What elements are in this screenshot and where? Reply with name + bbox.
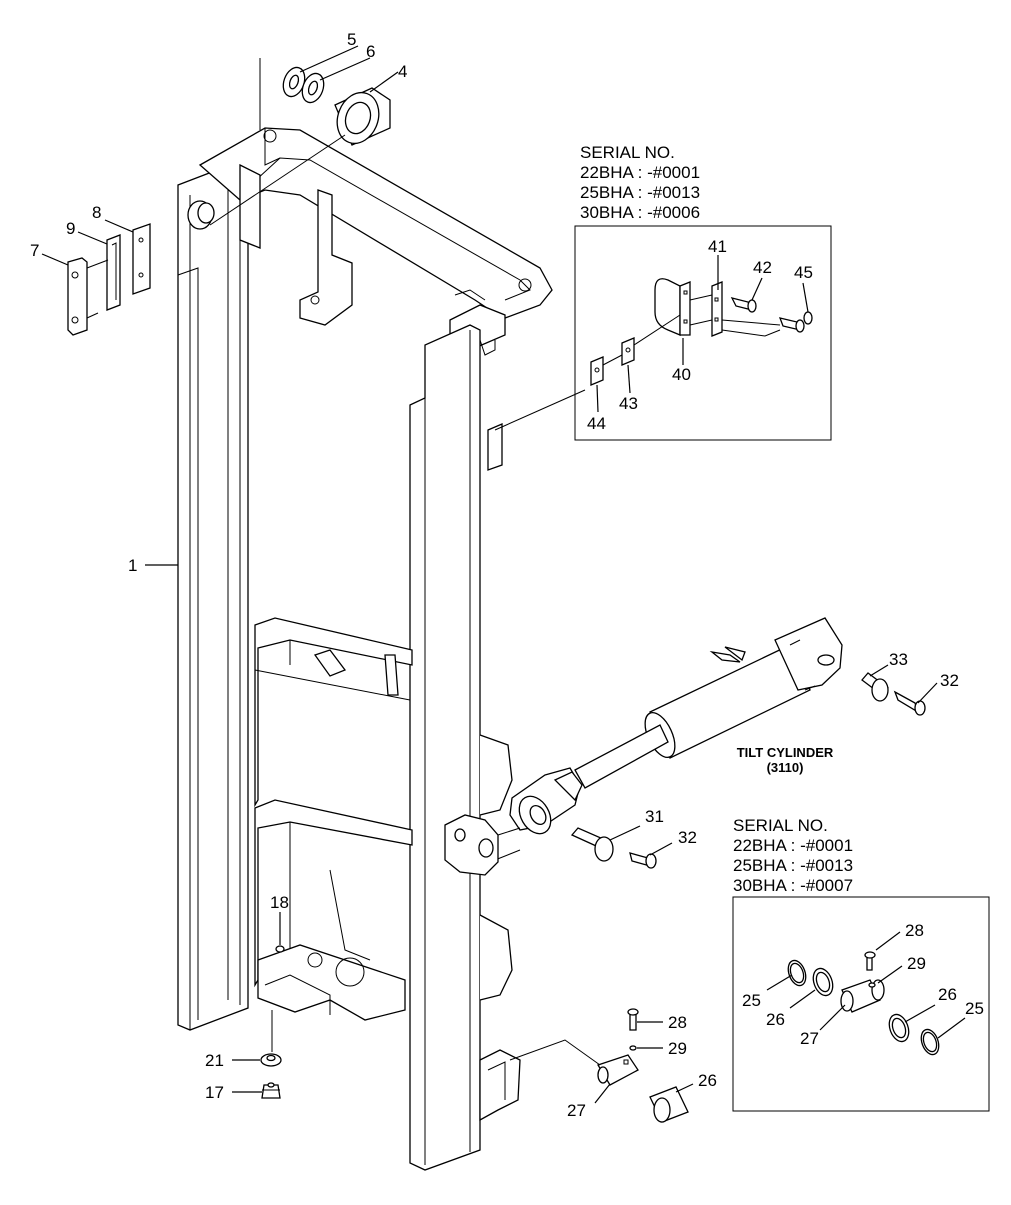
- serial-number-bottom: SERIAL NO. 22BHA : -#0001 25BHA : -#0013…: [733, 816, 853, 895]
- callout-32-bottom: 32: [678, 828, 697, 847]
- callout-33: 33: [889, 650, 908, 669]
- callout-1: 1: [128, 556, 137, 575]
- callout-44: 44: [587, 414, 606, 433]
- leader-lines: [41, 45, 966, 1104]
- outer-mast-frame: [177, 127, 553, 1171]
- callout-42: 42: [753, 258, 772, 277]
- serial-top-line3: 30BHA : -#0006: [580, 203, 700, 222]
- callout-4: 4: [398, 62, 407, 81]
- tilt-cylinder-bracket: [444, 814, 499, 876]
- pin-detail-box: [732, 896, 990, 1112]
- callout-5: 5: [347, 30, 356, 49]
- serial-top-heading: SERIAL NO.: [580, 143, 675, 162]
- pin-31-and-bolt: [570, 672, 926, 869]
- bottom-fastener-group: [260, 945, 689, 1123]
- callout-25-left: 25: [742, 991, 761, 1010]
- side-roller-shim-group: [67, 223, 151, 336]
- callout-21: 21: [205, 1051, 224, 1070]
- callout-31: 31: [645, 807, 664, 826]
- callout-29-main: 29: [668, 1039, 687, 1058]
- callout-18: 18: [270, 893, 289, 912]
- callout-40: 40: [672, 365, 691, 384]
- serial-bottom-line1: 22BHA : -#0001: [733, 836, 853, 855]
- callout-27-main: 27: [567, 1101, 586, 1120]
- callout-7: 7: [30, 241, 39, 260]
- serial-bottom-line3: 30BHA : -#0007: [733, 876, 853, 895]
- tilt-cylinder-caption: TILT CYLINDER (3110): [737, 745, 834, 775]
- callout-27-box: 27: [800, 1029, 819, 1048]
- callout-45: 45: [794, 263, 813, 282]
- callout-29-box: 29: [907, 954, 926, 973]
- callout-9: 9: [66, 219, 75, 238]
- serial-bottom-heading: SERIAL NO.: [733, 816, 828, 835]
- serial-bottom-line2: 25BHA : -#0013: [733, 856, 853, 875]
- callout-6: 6: [366, 42, 375, 61]
- callout-25-right: 25: [965, 999, 984, 1018]
- callout-43: 43: [619, 394, 638, 413]
- callout-17: 17: [205, 1083, 224, 1102]
- tilt-cylinder-name: TILT CYLINDER: [737, 745, 834, 760]
- part-callouts: 1 5 6 4 8 9 7 18 21 17 41 42 45 40 43 44…: [30, 30, 984, 1120]
- callout-26-left: 26: [766, 1010, 785, 1029]
- serial-number-top: SERIAL NO. 22BHA : -#0001 25BHA : -#0013…: [580, 143, 700, 222]
- tilt-cylinder-code: (3110): [767, 760, 804, 775]
- callout-28-box: 28: [905, 921, 924, 940]
- serial-top-line1: 22BHA : -#0001: [580, 163, 700, 182]
- clamp-detail-box: [494, 225, 832, 441]
- tilt-cylinder: [489, 617, 843, 863]
- callout-8: 8: [92, 203, 101, 222]
- callout-32-top: 32: [940, 671, 959, 690]
- callout-41: 41: [708, 237, 727, 256]
- bearing-group: [187, 58, 391, 230]
- callout-26-right: 26: [938, 985, 957, 1004]
- callout-26-main: 26: [698, 1071, 717, 1090]
- callout-28-main: 28: [668, 1013, 687, 1032]
- serial-top-line2: 25BHA : -#0013: [580, 183, 700, 202]
